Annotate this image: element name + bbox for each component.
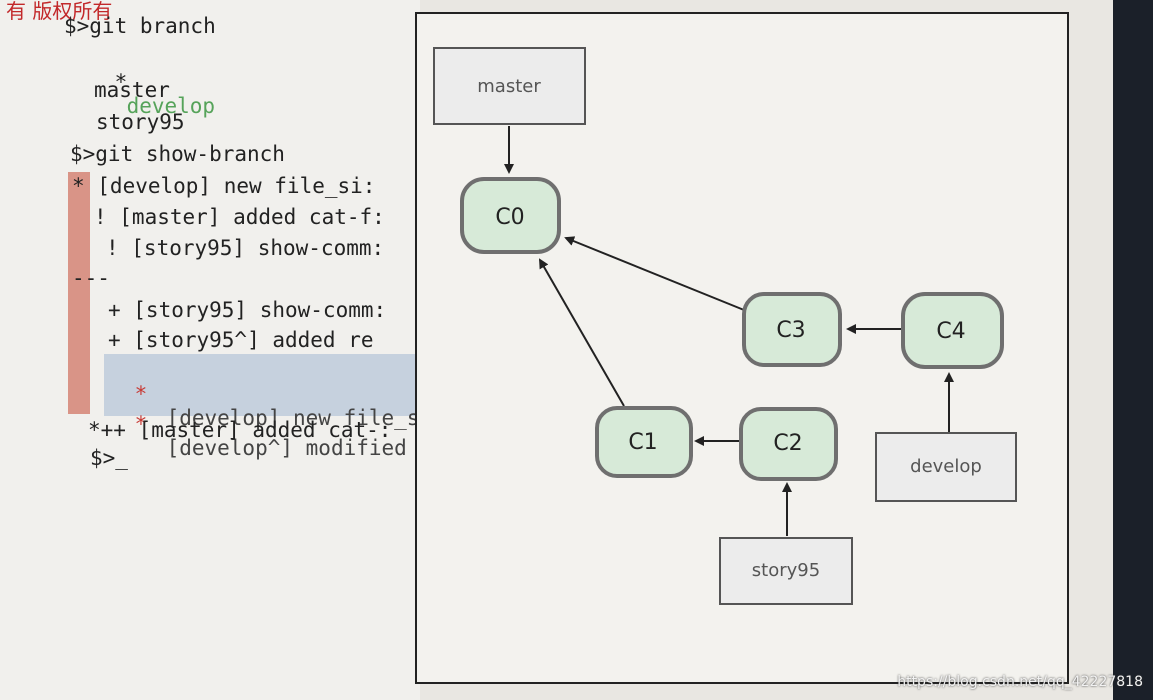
terminal-line: $>git branch <box>64 14 216 38</box>
commit-c2: C2 <box>739 407 838 481</box>
terminal-line: *++ [master] added cat-: <box>88 418 392 442</box>
branch-story95: story95 <box>719 537 853 605</box>
screen-edge <box>1113 0 1153 700</box>
commit-label: C3 <box>776 318 805 343</box>
terminal-line: ! [story95] show-comm: <box>106 236 385 260</box>
current-branch-star: * <box>114 70 128 94</box>
highlight-star: * <box>134 382 148 406</box>
commit-c3: C3 <box>742 292 842 367</box>
branch-label: story95 <box>752 560 820 581</box>
highlight-star: * <box>134 412 148 436</box>
terminal-marker-bar <box>68 172 90 414</box>
highlight-text: [develop] new file_s <box>166 406 420 430</box>
terminal-line: ! [master] added cat-f: <box>94 205 385 229</box>
branch-develop: develop <box>875 432 1017 502</box>
branch-label: develop <box>910 456 982 477</box>
url-watermark: https://blog.csdn.net/qq_42227818 <box>897 674 1143 690</box>
branch-label: master <box>477 76 541 97</box>
terminal-line: * develop <box>64 46 216 142</box>
commit-c4: C4 <box>901 292 1004 369</box>
terminal-highlight <box>104 354 424 416</box>
commit-c0: C0 <box>460 177 561 254</box>
terminal-line: story95 <box>96 110 185 134</box>
terminal-line: + [story95^] added re <box>108 328 374 352</box>
commit-c1: C1 <box>595 406 693 478</box>
commit-label: C4 <box>936 319 965 344</box>
highlight-text: [develop^] modified <box>166 436 407 460</box>
terminal-line: * [develop^] modified <box>84 388 407 484</box>
current-branch: develop <box>126 94 216 118</box>
terminal-line: --- <box>72 266 110 290</box>
terminal-line: * [develop] new file_s <box>84 358 420 454</box>
terminal-line: + [story95] show-comm: <box>108 298 387 322</box>
commit-label: C2 <box>773 431 802 456</box>
terminal-line: $>git show-branch <box>70 142 285 166</box>
commit-label: C0 <box>495 205 524 230</box>
arrow-c3-to-c0 <box>564 236 745 311</box>
terminal-line: * [develop] new file_si: <box>72 174 376 198</box>
branch-master: master <box>433 47 586 125</box>
commit-label: C1 <box>628 430 657 455</box>
arrow-c1-to-c0 <box>539 258 625 407</box>
corner-watermark: 有 版权所有 <box>6 0 113 23</box>
terminal-line: master <box>94 78 170 102</box>
terminal-prompt: $>_ <box>90 446 128 470</box>
